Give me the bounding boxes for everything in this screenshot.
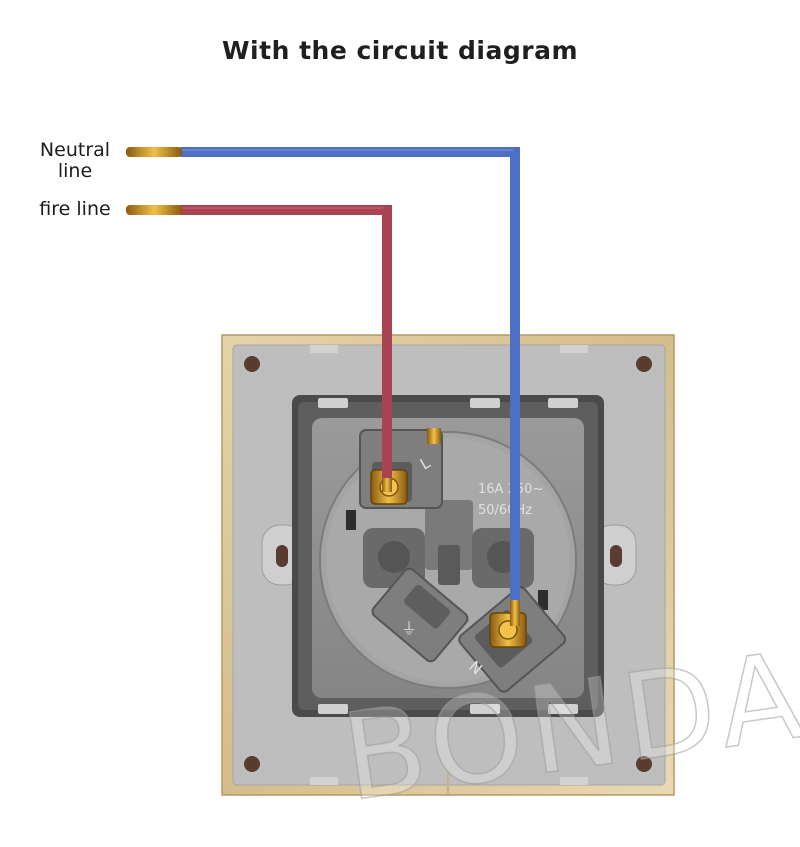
fire-wire — [126, 205, 392, 492]
rating-line2: 50/60Hz — [478, 503, 532, 518]
earth-symbol-icon: ⏚ — [401, 619, 417, 638]
screw-hole-bottom-right — [636, 756, 652, 772]
screw-hole-bottom-left — [244, 756, 260, 772]
fire-line-label: fire line — [39, 198, 111, 220]
neutral-line-label: Neutral line — [30, 140, 120, 182]
screw-hole-top-left — [244, 356, 260, 372]
neutral-wire — [126, 147, 520, 626]
screw-hole-top-right — [636, 356, 652, 372]
neutral-label-line1: Neutral — [39, 139, 111, 161]
page-title: With the circuit diagram — [221, 36, 579, 65]
terminal-earth-block — [371, 567, 469, 663]
neutral-label-line2: line — [57, 160, 93, 182]
